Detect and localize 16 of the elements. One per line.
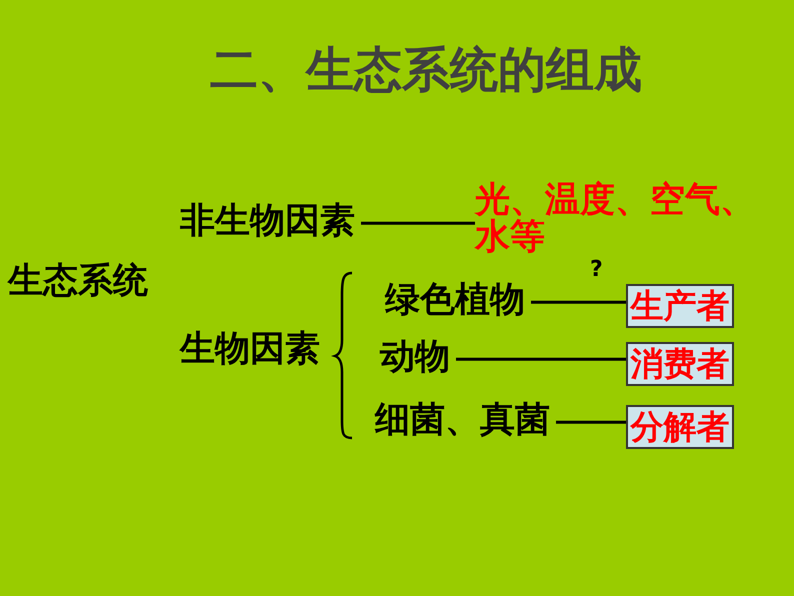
label-text: 细菌、真菌 [375,401,550,440]
label-text: 生物因素 [180,330,320,368]
label-text: 绿色植物 [385,281,525,320]
connector-line [531,300,626,304]
connector-line [456,358,626,361]
box-label: 生产者 [630,288,730,324]
label-text: 动物 [380,338,450,376]
box-label: 分解者 [630,408,730,446]
label-text: 光、温度、空气、水等 [475,182,770,256]
slide-title: 二、生态系统的组成 [210,44,642,97]
question-mark-label: ? [590,259,603,281]
label-text: 生态系统 [8,262,148,300]
connector-line [556,420,626,424]
box-label: 消费者 [630,346,730,382]
connector-line [361,222,475,225]
label-text: 非生物因素 [180,202,355,240]
